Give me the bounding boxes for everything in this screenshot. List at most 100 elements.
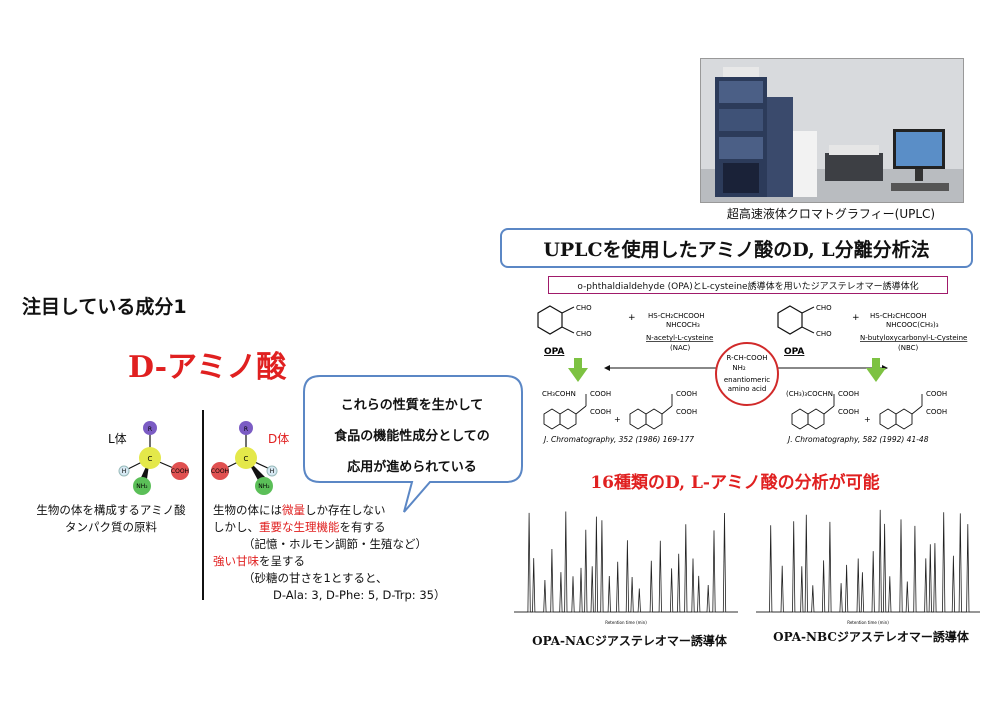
d-form-label: D体 — [268, 432, 290, 446]
text: しかし、 — [213, 520, 259, 534]
h-label: H — [270, 468, 275, 475]
chromatogram-nbc: Retention time (min) — [756, 509, 980, 625]
nac-chromatogram-label: OPA-NACジアステレオマー誘導体 — [532, 634, 727, 648]
cho-label: CHO — [816, 330, 832, 338]
r-label: R — [148, 426, 152, 433]
nbc-abbr: (NBC) — [898, 344, 919, 352]
svg-text:COOH: COOH — [926, 408, 947, 416]
nbc-chromatogram-label: OPA-NBCジアステレオマー誘導体 — [773, 630, 969, 644]
hydrogen-atom — [266, 465, 278, 477]
speech-bubble — [303, 375, 523, 513]
cooh-label: COOH — [211, 468, 229, 475]
uplc-method-title: UPLCを使用したアミノ酸のD, L分離分析法 — [500, 228, 973, 268]
amino-acid-circle — [715, 342, 779, 406]
nbc-name: N-butyloxycarbonyl-L-Cysteine — [860, 334, 967, 342]
l-form-label: L体 — [108, 432, 127, 446]
svg-text:CH₃COHN: CH₃COHN — [542, 390, 576, 398]
text: 生物の体には — [213, 503, 282, 517]
reference-left: J. Chromatography, 352 (1986) 169-177 — [542, 435, 694, 444]
cho-label: CHO — [576, 304, 592, 312]
svg-text:COOH: COOH — [590, 408, 611, 416]
svg-text:+: + — [852, 313, 860, 323]
amino-atom — [255, 477, 273, 495]
highlight-sweetness: 強い甘味 — [213, 554, 259, 568]
reaction-scheme: CHO CHO OPA + HS-CH₂CHCOOH NHCOCH₃ N-ace… — [537, 304, 967, 444]
nbc-formula-1: HS-CH₂CHCOOH — [870, 312, 927, 320]
nac-name: N-acetyl-L-cysteine — [646, 334, 713, 342]
d-amino-acid-molecule: R C COOH H NH₂ — [211, 421, 278, 495]
enantiomeric-label: enantiomeric — [724, 376, 770, 384]
highlight-trace: 微量 — [282, 503, 305, 517]
vertical-divider — [202, 410, 204, 600]
svg-text:COOH: COOH — [838, 408, 859, 416]
svg-text:(CH₃)₃COCHN: (CH₃)₃COCHN — [786, 390, 833, 398]
x-axis-label: Retention time (min) — [847, 620, 889, 625]
left-text-line1: 生物の体を構成するアミノ酸 — [36, 503, 186, 517]
l-amino-acid-description: 生物の体を構成するアミノ酸 タンパク質の原料 — [16, 502, 206, 536]
text: を呈する — [259, 554, 305, 568]
r-label: R — [244, 426, 248, 433]
svg-text:COOH: COOH — [590, 390, 611, 398]
svg-text:+: + — [614, 415, 621, 424]
text: しか存在しない — [305, 503, 386, 517]
opa-label-left: OPA — [544, 347, 564, 357]
cooh-label: COOH — [171, 468, 189, 475]
svg-text:+: + — [628, 313, 636, 323]
bubble-text: これらの性質を生かして 食品の機能性成分としての 応用が進められている — [316, 390, 508, 483]
reference-right: J. Chromatography, 582 (1992) 41-48 — [786, 435, 929, 444]
amino-acid-formula: R-CH-COOH — [727, 354, 768, 362]
amino-acid-label: amino acid — [728, 385, 767, 393]
x-axis-label: Retention time (min) — [605, 620, 647, 625]
uplc-caption: 超高速液体クロマトグラフィー(UPLC) — [726, 207, 936, 221]
nac-formula-2: NHCOCH₃ — [666, 321, 700, 329]
amino-acid-nh2: NH₂ — [732, 364, 746, 372]
chromatogram-trace — [756, 509, 980, 613]
svg-text:COOH: COOH — [676, 390, 697, 398]
r-group-atom — [239, 421, 253, 435]
carboxyl-atom — [171, 462, 189, 480]
nh2-label: NH₂ — [136, 483, 148, 490]
l-amino-acid-molecule: R C H COOH NH₂ — [118, 421, 189, 495]
nh2-label: NH₂ — [258, 483, 270, 490]
nbc-formula-2: NHCOOC(CH₃)₃ — [886, 321, 939, 329]
opa-label-right: OPA — [784, 347, 804, 357]
alpha-carbon-atom — [235, 447, 257, 469]
r-group-atom — [143, 421, 157, 435]
chromatogram-nac: Retention time (min) — [514, 511, 738, 625]
carboxyl-atom — [211, 462, 229, 480]
green-arrow-left — [568, 358, 588, 382]
left-text-line2: タンパク質の原料 — [65, 520, 157, 534]
text: を有する — [339, 520, 386, 534]
svg-text:COOH: COOH — [838, 390, 859, 398]
chromatogram-trace — [514, 511, 738, 613]
text: （記憶・ホルモン調節・生殖など） — [243, 537, 427, 551]
product-structures-left — [543, 394, 673, 430]
svg-text:COOH: COOH — [926, 390, 947, 398]
bubble-line1: これらの性質を生かして — [340, 398, 484, 413]
highlight-physiological: 重要な生理機能 — [259, 520, 340, 534]
bubble-line2: 食品の機能性成分としての — [334, 429, 490, 444]
nac-abbr: (NAC) — [670, 344, 691, 352]
h-label: H — [122, 468, 127, 475]
c-label: C — [148, 455, 153, 463]
cho-label: CHO — [816, 304, 832, 312]
text: D-Ala: 3, D-Phe: 5, D-Trp: 35） — [273, 588, 446, 602]
d-amino-acid-description: 生物の体には微量しか存在しない しかし、重要な生理機能を有する （記憶・ホルモン… — [213, 502, 445, 604]
opa-structure-left: CHO CHO — [537, 304, 592, 338]
product-structures-right — [791, 394, 923, 430]
green-arrow-right — [866, 358, 886, 382]
alpha-carbon-atom — [139, 447, 161, 469]
text: （砂糖の甘さを1とすると、 — [243, 571, 388, 585]
section-heading: 注目している成分1 — [22, 296, 187, 318]
hydrogen-atom — [118, 465, 130, 477]
amino-atom — [133, 477, 151, 495]
svg-text:COOH: COOH — [676, 408, 697, 416]
analysis-capability-title: 16種類のD, L-アミノ酸の分析が可能 — [590, 473, 880, 493]
uplc-photo — [700, 58, 964, 203]
main-title: D-アミノ酸 — [128, 350, 287, 385]
opa-structure-right: CHO CHO — [777, 304, 832, 338]
svg-text:+: + — [864, 415, 871, 424]
opa-derivatization-box: o-phthaldialdehyde (OPA)とL-cysteine誘導体を用… — [548, 276, 948, 294]
nac-formula-1: HS-CH₂CHCOOH — [648, 312, 705, 320]
c-label: C — [244, 455, 249, 463]
